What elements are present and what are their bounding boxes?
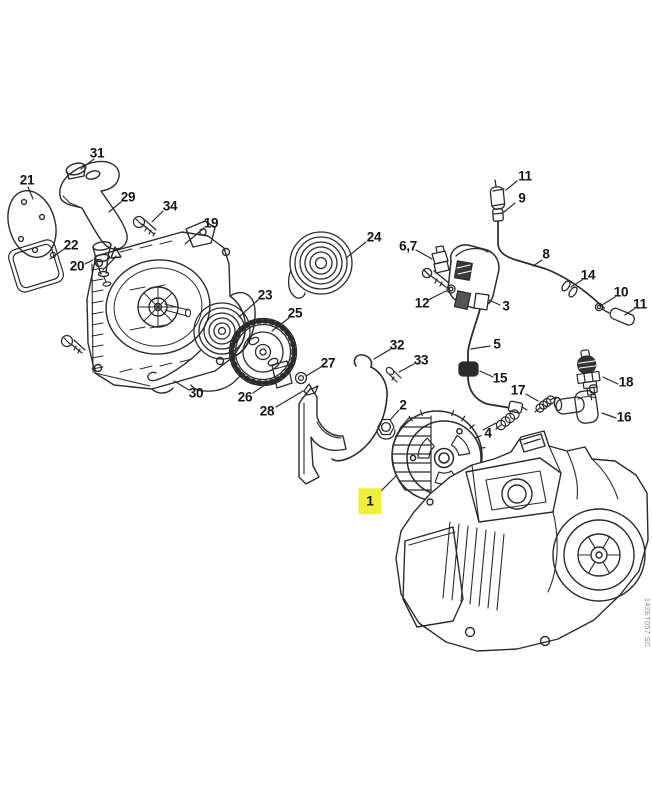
part-label-19[interactable]: 19 xyxy=(203,215,219,231)
part-label-17[interactable]: 17 xyxy=(510,382,526,398)
part-label-29[interactable]: 29 xyxy=(120,189,136,205)
part-label-25[interactable]: 25 xyxy=(287,305,303,321)
part-label-27[interactable]: 27 xyxy=(320,355,336,371)
part-label-30[interactable]: 30 xyxy=(188,385,204,401)
screw-drawing xyxy=(60,215,157,354)
part-label-28[interactable]: 28 xyxy=(259,403,275,419)
spark-plug-drawing xyxy=(576,349,601,401)
part-label-6-7[interactable]: 6,7 xyxy=(399,238,417,254)
part-label-2[interactable]: 2 xyxy=(399,397,407,413)
part-label-22[interactable]: 22 xyxy=(63,237,79,253)
part-label-33[interactable]: 33 xyxy=(413,352,429,368)
part-label-8[interactable]: 8 xyxy=(542,246,550,262)
part-label-31[interactable]: 31 xyxy=(89,145,105,161)
part-label-24[interactable]: 24 xyxy=(366,229,382,245)
part-label-11a[interactable]: 11 xyxy=(518,168,532,184)
spark-plug-boot-drawing xyxy=(553,384,599,424)
part-label-4[interactable]: 4 xyxy=(484,425,492,441)
part-label-12[interactable]: 12 xyxy=(414,295,430,311)
engine-assembly-drawing xyxy=(395,430,649,652)
part-label-26[interactable]: 26 xyxy=(237,389,253,405)
part-label-20[interactable]: 20 xyxy=(69,258,85,274)
part-label-32[interactable]: 32 xyxy=(389,337,405,353)
part-label-15[interactable]: 15 xyxy=(492,370,508,386)
part-label-11b[interactable]: 11 xyxy=(633,296,647,312)
part-label-9[interactable]: 9 xyxy=(518,190,526,206)
ignition-module-drawing xyxy=(421,244,500,311)
part-label-5[interactable]: 5 xyxy=(493,336,501,352)
flywheel-drawing xyxy=(391,409,486,502)
part-label-10[interactable]: 10 xyxy=(613,284,629,300)
short-circuit-wire-drawing xyxy=(331,354,402,462)
part-label-21[interactable]: 21 xyxy=(19,172,35,188)
part-label-1[interactable]: 1 xyxy=(358,488,382,514)
part-label-18[interactable]: 18 xyxy=(618,374,634,390)
pawl-carrier-drawing xyxy=(298,387,347,485)
drawing-number-watermark: 142ET057 SC xyxy=(643,598,650,648)
part-label-3[interactable]: 3 xyxy=(502,298,510,314)
part-label-23[interactable]: 23 xyxy=(257,287,273,303)
part-label-34[interactable]: 34 xyxy=(162,198,178,214)
leader-lines xyxy=(27,158,635,495)
torsion-spring-drawing xyxy=(495,395,557,431)
part-label-14[interactable]: 14 xyxy=(580,267,596,283)
rope-rotor-drawing xyxy=(190,317,319,396)
part-label-16[interactable]: 16 xyxy=(616,409,632,425)
